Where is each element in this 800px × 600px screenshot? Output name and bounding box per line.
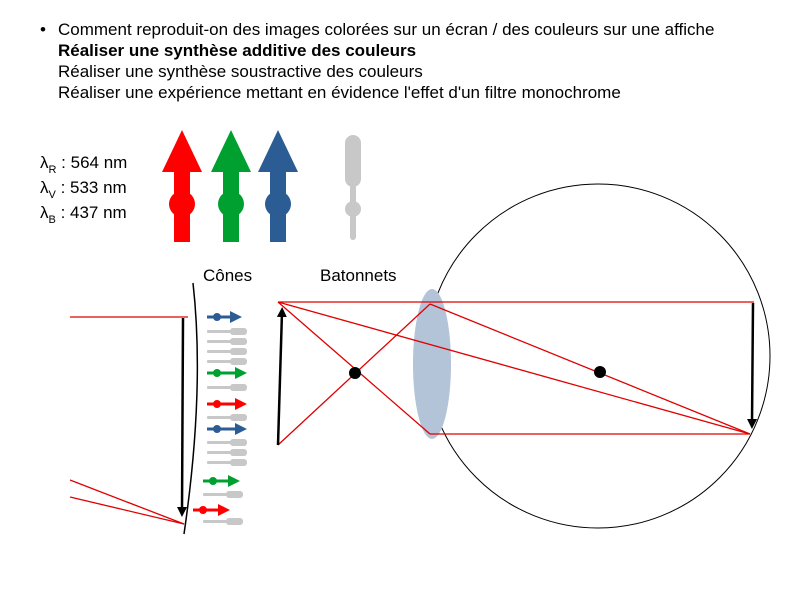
blue-cone-receptor bbox=[207, 423, 247, 435]
retina-rays bbox=[69, 316, 188, 525]
objective-subtractive: Réaliser une synthèse soustractive des c… bbox=[58, 62, 423, 81]
red-cone-receptor bbox=[207, 398, 247, 410]
objective-question: •Comment reproduit-on des images colorée… bbox=[40, 20, 715, 39]
objective-filter: Réaliser une expérience mettant en évide… bbox=[58, 83, 621, 102]
rod-receptor-group bbox=[207, 439, 247, 466]
retina-curve bbox=[183, 282, 199, 535]
objective-additive: Réaliser une synthèse additive des coule… bbox=[58, 41, 417, 60]
rods-label: Batonnets bbox=[320, 266, 397, 285]
green-cone-receptor bbox=[207, 367, 247, 379]
lambda-blue: λB : 437 nm bbox=[40, 203, 127, 226]
rod-receptor-group bbox=[203, 518, 243, 525]
retina-image-arrow bbox=[177, 317, 188, 517]
green-cone-icon bbox=[211, 130, 251, 242]
lens bbox=[413, 289, 451, 439]
red-cone-receptor bbox=[193, 504, 230, 516]
rod-receptor-group bbox=[207, 384, 247, 391]
blue-cone-receptor bbox=[207, 311, 242, 323]
photoreceptor-row bbox=[193, 311, 247, 525]
lambda-green: λV : 533 nm bbox=[40, 178, 127, 201]
bullet-dot: • bbox=[40, 20, 46, 39]
rod-icon bbox=[345, 135, 361, 240]
cones-label: Cônes bbox=[203, 266, 253, 285]
blue-cone-icon bbox=[258, 130, 298, 242]
image-arrow bbox=[747, 302, 758, 429]
rod-receptor-group bbox=[203, 491, 243, 498]
green-cone-receptor bbox=[203, 475, 240, 487]
lambda-red: λR : 564 nm bbox=[40, 153, 128, 176]
object-arrow bbox=[276, 307, 287, 446]
optical-center-dot bbox=[594, 366, 606, 378]
eyeball-outline bbox=[425, 183, 771, 529]
objectives-list: •Comment reproduit-on des images colorée… bbox=[40, 19, 714, 103]
rod-receptor-group bbox=[207, 328, 247, 365]
red-cone-icon bbox=[162, 130, 202, 242]
rod-receptor-group bbox=[207, 414, 247, 421]
focal-point-dot bbox=[349, 367, 361, 379]
